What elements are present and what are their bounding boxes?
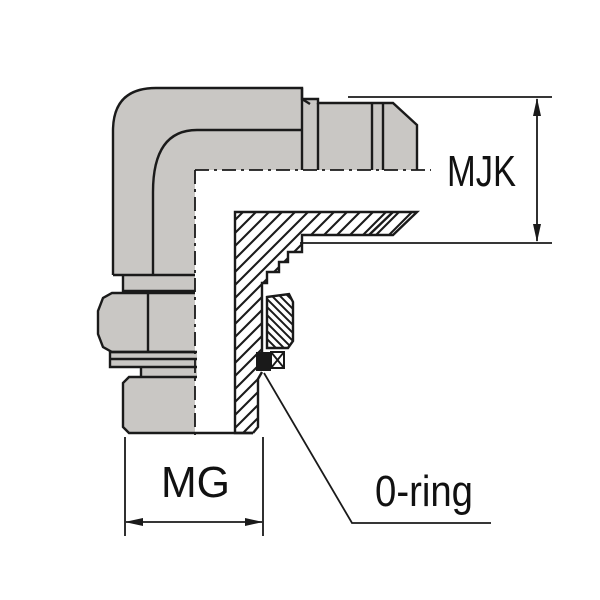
- jic-segment-lines: [300, 88, 385, 170]
- mjk-extension-lines: [300, 96, 552, 244]
- fitting-outlines: [96, 86, 419, 435]
- section-hatch-fill: [235, 212, 417, 433]
- neck-fill: [141, 367, 197, 377]
- nose-inner-chamfer-line: [368, 211, 394, 236]
- stud-fill: [123, 377, 195, 433]
- inner-bend-line: [151, 128, 302, 275]
- outer-profile: [111, 86, 419, 275]
- elbow-body-fill: [113, 88, 417, 275]
- mg-extension-lines: [124, 437, 264, 536]
- stud-outline: [121, 367, 253, 435]
- mg-dimension-label: MG: [161, 458, 230, 507]
- o-ring-callout-label: 0-ring: [375, 467, 473, 516]
- mjk-dimension-label: MJK: [447, 147, 516, 196]
- centerlines: [194, 169, 431, 438]
- flange-fill: [123, 275, 195, 291]
- section-outline: [233, 210, 420, 435]
- mjk-dimension: MJK: [300, 96, 552, 244]
- fitting-body-fills: [98, 88, 417, 433]
- hex-nut-fill: [98, 293, 195, 352]
- gland-ring: [265, 292, 295, 350]
- o-ring-leader-line: [263, 372, 491, 524]
- flange-outline: [121, 275, 195, 293]
- washer-outline: [108, 350, 197, 369]
- mg-arrow-left: [125, 518, 143, 526]
- o-ring-callout: 0-ring: [263, 372, 491, 524]
- o-ring-cross-symbol: [270, 351, 285, 369]
- section-cut: [233, 210, 420, 435]
- mg-dimension: MG: [124, 437, 264, 536]
- mjk-arrow-down: [533, 224, 541, 242]
- o-ring-section: [256, 352, 271, 371]
- mjk-arrow-up: [533, 98, 541, 116]
- mg-arrow-right: [245, 518, 263, 526]
